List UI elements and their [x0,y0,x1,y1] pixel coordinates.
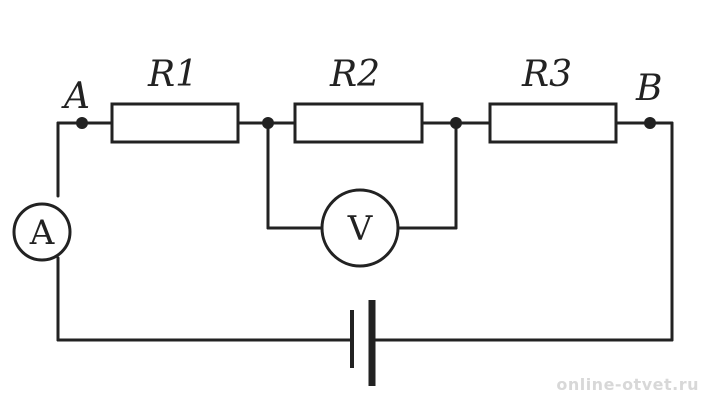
node-a-label: A [61,76,90,117]
node-a-dot [76,117,88,129]
node-b-dot [644,117,656,129]
resistor-r1-label: R1 [147,54,198,95]
node-junction-left-dot [262,117,274,129]
resistor-r1 [110,102,240,144]
resistor-r2 [293,102,424,144]
ammeter [12,202,72,262]
voltmeter-symbol: V [347,209,374,249]
resistor-r2-label: R2 [329,54,380,95]
node-b-label: B [635,68,662,109]
resistor-r3 [488,102,618,144]
watermark-text: online-otvet.ru [556,375,699,394]
resistor-r3-label: R3 [521,54,572,95]
ammeter-symbol: A [29,213,55,253]
node-junction-right-dot [450,117,462,129]
